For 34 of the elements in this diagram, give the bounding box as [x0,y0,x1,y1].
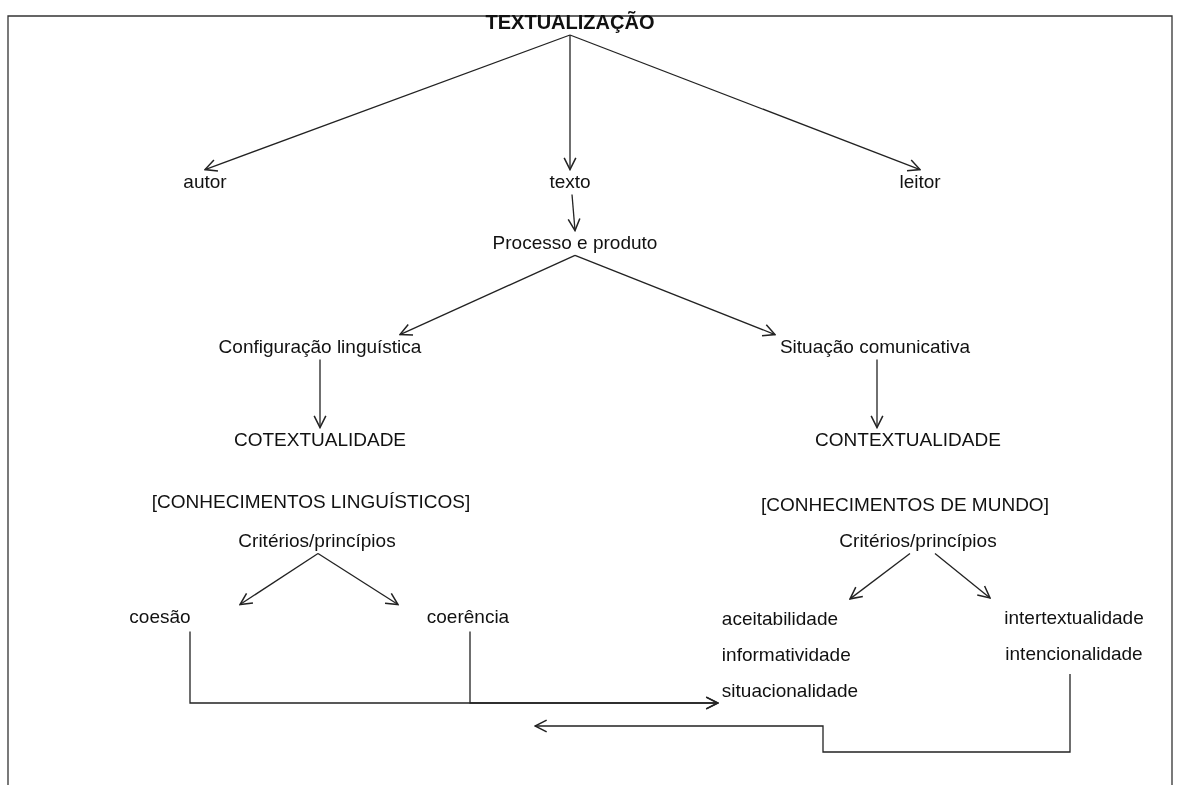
concept-text: coerência [426,606,510,628]
arrow [574,254,776,337]
arrow [563,34,577,171]
arrow [934,552,991,599]
concept-text: Critérios/princípios [839,530,997,552]
concept-text: intertextualidade [1004,605,1144,630]
arrow [567,193,581,232]
concept-text: Critérios/princípios [238,530,396,552]
arrow [534,673,1071,753]
concept-text: texto [549,171,591,193]
concept-text: situacionalidade [721,679,859,704]
arrow [870,358,884,429]
concept-text: leitor [899,171,941,193]
arrow [313,358,327,429]
title-text: TEXTUALIZAÇÃO [485,11,655,33]
concept-text: Situação comunicativa [779,336,971,358]
knowledge-label: [CONHECIMENTOS LINGUÍSTICOS] [151,491,471,513]
concept-text: Configuração linguística [218,336,422,358]
concept-text: autor [183,171,227,193]
concept-text: aceitabilidade [721,606,840,631]
arrow [317,552,399,606]
arrow [239,552,319,606]
concept-text: CONTEXTUALIDADE [815,429,1001,451]
concept-text: informatividade [721,642,852,667]
arrow [569,34,921,172]
concept-text: Processo e produto [492,232,658,254]
concept-text: COTEXTUALIDADE [233,429,407,451]
knowledge-label: [CONHECIMENTOS DE MUNDO] [761,494,1049,516]
arrow [204,34,571,172]
concept-text: intencionalidade [1004,642,1144,666]
arrow [469,630,719,710]
arrow [399,254,576,336]
concept-text: coesão [129,606,191,628]
arrow [849,552,911,600]
